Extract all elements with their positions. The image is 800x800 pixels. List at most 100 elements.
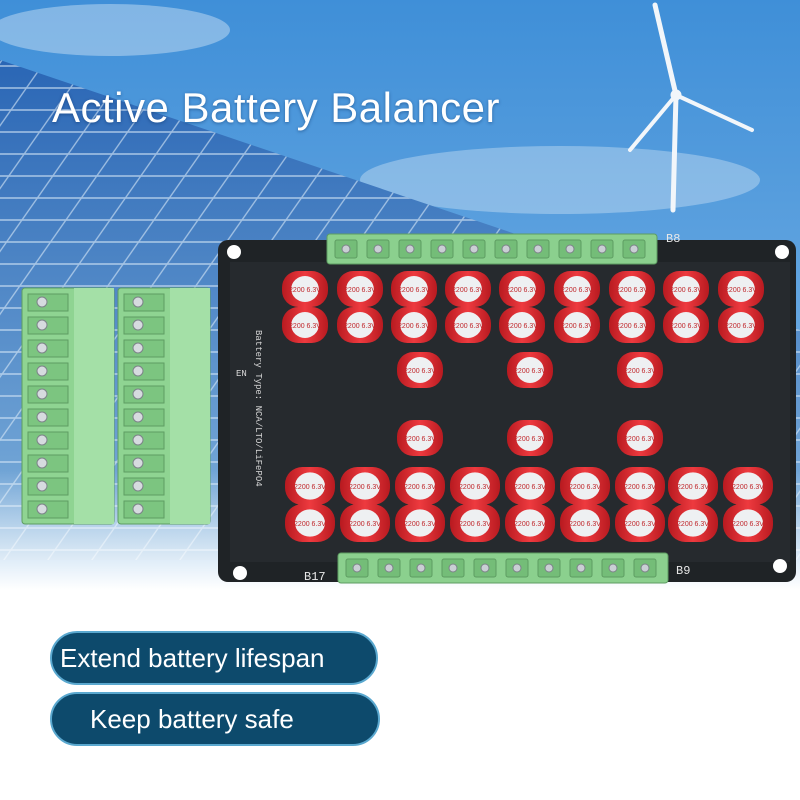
capacitor: 2200 6.3V — [397, 420, 443, 456]
terminal-slot — [27, 431, 69, 450]
terminal-slot — [123, 477, 165, 496]
capacitor-marking: 2200 6.3V — [732, 521, 764, 528]
terminal-face — [74, 288, 114, 524]
terminal-screw — [448, 563, 458, 573]
terminal-label-bottom-right: B9 — [676, 564, 690, 578]
capacitor: 2200 6.3V — [445, 307, 491, 343]
capacitor-marking: 2200 6.3V — [677, 521, 709, 528]
terminal-screw — [132, 434, 144, 446]
terminal-screw — [36, 503, 48, 515]
capacitor-marking: 2200 6.3V — [404, 484, 436, 491]
capacitor: 2200 6.3V — [395, 504, 445, 542]
terminal-screw — [36, 388, 48, 400]
terminal-screw — [405, 244, 415, 254]
feature-text: Extend battery lifespan — [60, 642, 325, 673]
feature-text: Keep battery safe — [90, 703, 294, 734]
capacitor: 2200 6.3V — [617, 420, 663, 456]
capacitor: 2200 6.3V — [554, 271, 600, 307]
terminal-screw — [36, 296, 48, 308]
capacitor: 2200 6.3V — [395, 467, 445, 505]
bottom-terminal-strip — [337, 552, 669, 584]
capacitor-marking: 2200 6.3V — [670, 323, 702, 330]
terminal-screw — [36, 365, 48, 377]
terminal-screw — [36, 319, 48, 331]
terminal-screw — [640, 563, 650, 573]
capacitor: 2200 6.3V — [499, 307, 545, 343]
capacitor-marking: 2200 6.3V — [289, 323, 321, 330]
capacitor: 2200 6.3V — [450, 504, 500, 542]
capacitor: 2200 6.3V — [391, 271, 437, 307]
terminal-screw — [36, 480, 48, 492]
capacitor: 2200 6.3V — [609, 307, 655, 343]
capacitor-marking: 2200 6.3V — [349, 484, 381, 491]
terminal-slot — [27, 500, 69, 519]
capacitor-marking: 2200 6.3V — [398, 323, 430, 330]
capacitor: 2200 6.3V — [615, 467, 665, 505]
terminal-screw — [132, 296, 144, 308]
terminal-slot — [123, 500, 165, 519]
terminal-screw — [501, 244, 511, 254]
terminal-slot — [123, 293, 165, 312]
terminal-screw — [341, 244, 351, 254]
capacitor: 2200 6.3V — [560, 467, 610, 505]
capacitor-marking: 2200 6.3V — [624, 436, 656, 443]
capacitor: 2200 6.3V — [285, 467, 335, 505]
terminal-slot — [123, 316, 165, 335]
terminal-screw — [352, 563, 362, 573]
terminal-slot — [27, 385, 69, 404]
capacitor-marking: 2200 6.3V — [398, 287, 430, 294]
terminal-slot — [123, 431, 165, 450]
capacitor: 2200 6.3V — [445, 271, 491, 307]
capacitor-marking: 2200 6.3V — [404, 368, 436, 375]
capacitor-marking: 2200 6.3V — [344, 323, 376, 330]
terminal-screw — [416, 563, 426, 573]
terminal-screw — [597, 244, 607, 254]
headline: Active Battery Balancer — [52, 84, 501, 131]
capacitor: 2200 6.3V — [450, 467, 500, 505]
capacitor: 2200 6.3V — [668, 504, 718, 542]
terminal-slot — [27, 362, 69, 381]
capacitor-marking: 2200 6.3V — [561, 323, 593, 330]
capacitor: 2200 6.3V — [617, 352, 663, 388]
capacitor-marking: 2200 6.3V — [349, 521, 381, 528]
capacitor-marking: 2200 6.3V — [624, 368, 656, 375]
capacitor-marking: 2200 6.3V — [624, 484, 656, 491]
capacitor: 2200 6.3V — [560, 504, 610, 542]
capacitor-marking: 2200 6.3V — [624, 521, 656, 528]
capacitor-marking: 2200 6.3V — [404, 436, 436, 443]
capacitor-marking: 2200 6.3V — [459, 484, 491, 491]
terminal-slot — [27, 454, 69, 473]
terminal-screw — [533, 244, 543, 254]
terminal-slot — [123, 362, 165, 381]
capacitor: 2200 6.3V — [668, 467, 718, 505]
capacitor-marking: 2200 6.3V — [569, 521, 601, 528]
capacitor: 2200 6.3V — [615, 504, 665, 542]
capacitor: 2200 6.3V — [337, 307, 383, 343]
terminal-screw — [437, 244, 447, 254]
terminal-screw — [36, 411, 48, 423]
capacitor-marking: 2200 6.3V — [506, 323, 538, 330]
terminal-screw — [629, 244, 639, 254]
capacitor-marking: 2200 6.3V — [344, 287, 376, 294]
capacitor-marking: 2200 6.3V — [506, 287, 538, 294]
terminal-screw — [480, 563, 490, 573]
capacitor-marking: 2200 6.3V — [561, 287, 593, 294]
terminal-slot — [123, 339, 165, 358]
terminal-screw — [373, 244, 383, 254]
capacitor-marking: 2200 6.3V — [725, 323, 757, 330]
terminal-screw — [576, 563, 586, 573]
capacitor-marking: 2200 6.3V — [616, 287, 648, 294]
terminal-screw — [132, 457, 144, 469]
capacitor: 2200 6.3V — [282, 307, 328, 343]
capacitor: 2200 6.3V — [609, 271, 655, 307]
capacitor: 2200 6.3V — [285, 504, 335, 542]
capacitor: 2200 6.3V — [505, 504, 555, 542]
terminal-face — [170, 288, 210, 524]
terminal-screw — [132, 503, 144, 515]
terminal-screw — [544, 563, 554, 573]
capacitor: 2200 6.3V — [507, 352, 553, 388]
terminal-slot — [27, 293, 69, 312]
terminal-slot — [27, 339, 69, 358]
